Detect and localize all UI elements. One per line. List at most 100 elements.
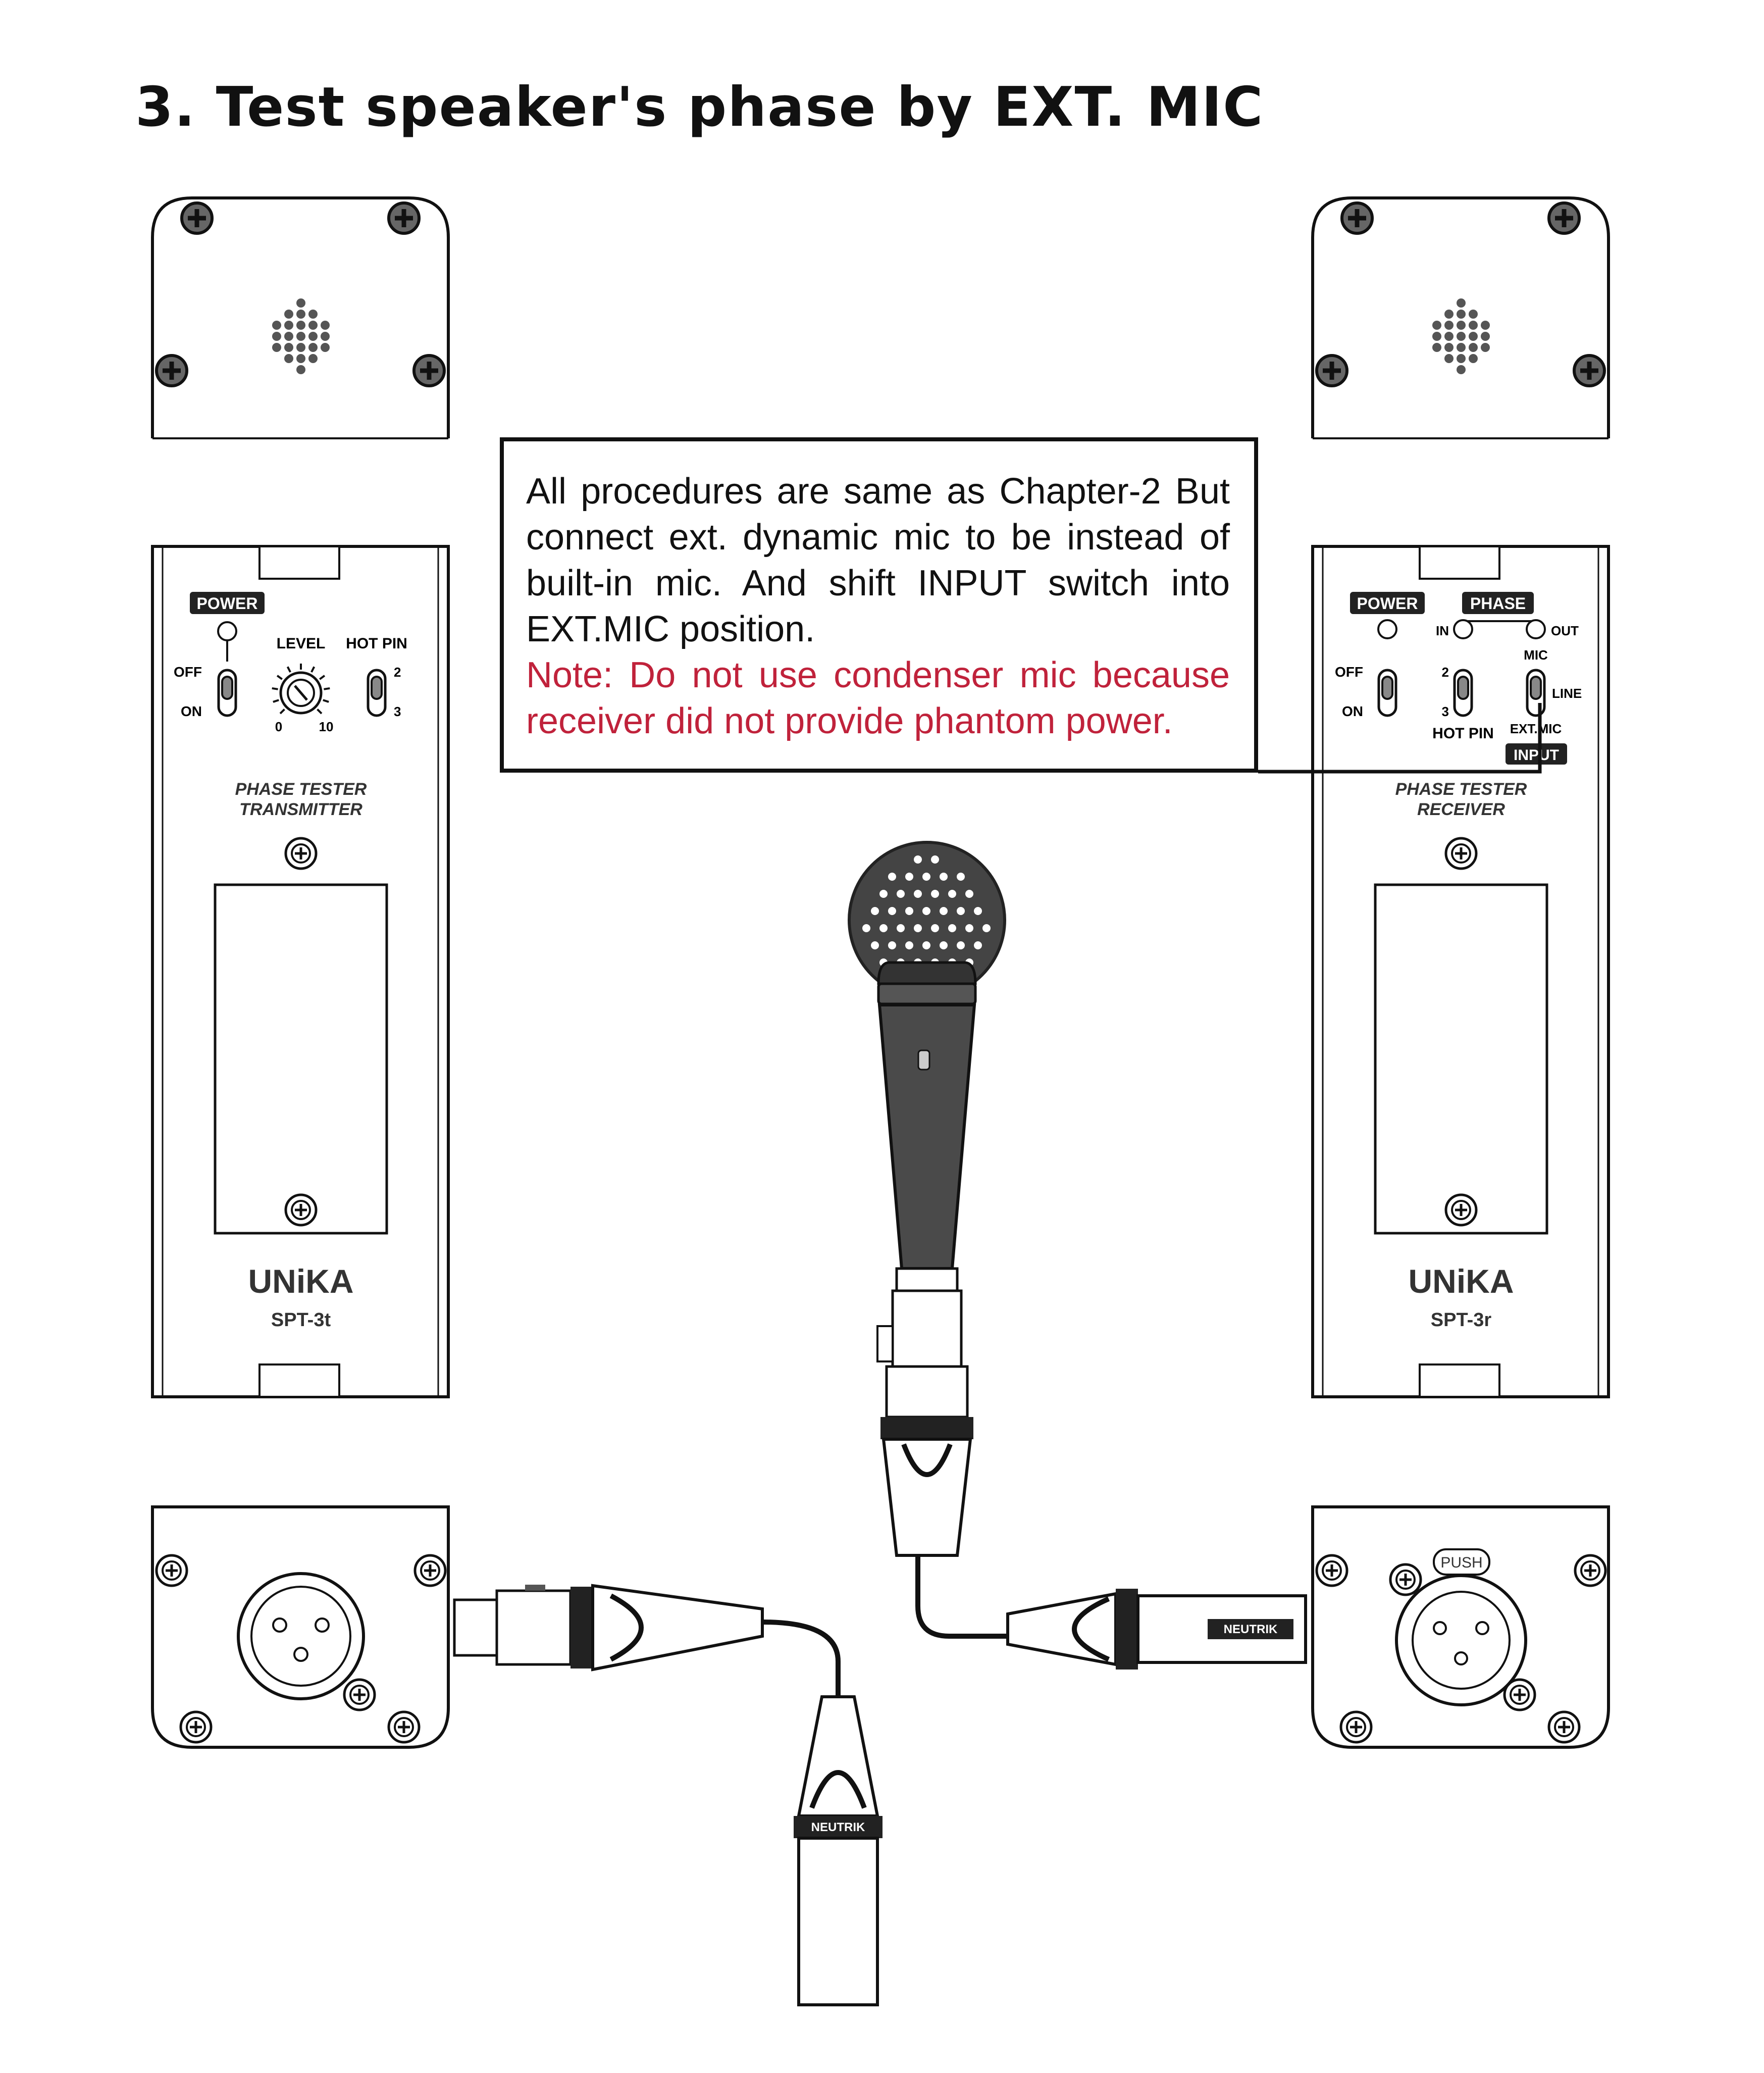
screw-icon (1446, 838, 1476, 869)
input-label-badge (1506, 743, 1567, 765)
phase-in-led-icon (1453, 619, 1473, 639)
grille-hole (1469, 332, 1478, 341)
grille-hole (272, 321, 281, 330)
input-label: INPUT (1514, 747, 1559, 764)
knob-tick (323, 699, 329, 703)
screw-icon (344, 1680, 375, 1710)
section-heading: 3. Test speaker's phase by EXT. MIC (135, 76, 1264, 139)
grille-hole (1457, 365, 1466, 374)
power-label: POWER (197, 594, 258, 613)
grille-hole (957, 941, 965, 949)
xlr-input-jack-icon: PUSH (1395, 1548, 1527, 1706)
grille-hole (1457, 298, 1466, 308)
screw-icon (1342, 203, 1372, 233)
cable (915, 1555, 1008, 1639)
grille-hole (1432, 332, 1441, 341)
power-led-icon (217, 621, 237, 641)
level-min-label: 0 (275, 719, 282, 734)
grille-hole (1469, 343, 1478, 352)
grille-hole (871, 907, 879, 915)
power-label-badge (190, 592, 265, 614)
grille-hole (940, 907, 948, 915)
connector-brand-label: NEUTRIK (1224, 1623, 1278, 1636)
xlr-female-plug-icon (876, 1289, 973, 1557)
grille-hole (940, 873, 948, 881)
grille-hole (1432, 343, 1441, 352)
screw-icon (182, 203, 212, 233)
on-label: ON (181, 703, 202, 719)
ext-mic-label: EXT.MIC (1510, 721, 1562, 736)
transmitter-top-cap (151, 196, 450, 439)
grille-hole (974, 907, 982, 915)
panel-title-line2: TRANSMITTER (239, 800, 362, 819)
grille-hole (272, 343, 281, 352)
grille-hole (1481, 321, 1490, 330)
grille-hole (897, 890, 905, 898)
knob-tick (319, 675, 326, 680)
grille-hole (321, 321, 330, 330)
level-knob[interactable] (272, 664, 330, 715)
grille-hole (922, 907, 930, 915)
level-label: LEVEL (277, 635, 326, 652)
grille-hole (879, 890, 888, 898)
brand-logo: UNiKA (248, 1262, 354, 1300)
screw-icon (1574, 356, 1604, 386)
grille-hole (965, 890, 973, 898)
warning-line: receiver did not provide phantom power. (526, 701, 1173, 741)
panel-title-line1: PHASE TESTER (1395, 780, 1527, 799)
grille-hole (284, 332, 293, 341)
screw-icon (1446, 1195, 1476, 1225)
grille-hole (871, 941, 879, 949)
power-label: POWER (1357, 594, 1418, 613)
grille-hole (1469, 321, 1478, 330)
grille-hole (957, 907, 965, 915)
screw-icon (389, 1712, 419, 1742)
grille-hole (1457, 310, 1466, 319)
grille-hole (922, 941, 930, 949)
grille-hole (308, 332, 318, 341)
screw-icon (157, 356, 187, 386)
xlr-male-plug-icon: NEUTRIK (794, 1695, 883, 2006)
grille-hole (284, 354, 293, 363)
grille-hole (296, 332, 305, 341)
grille-hole (1481, 332, 1490, 341)
grille-hole (914, 924, 922, 932)
xlr-female-jack-icon (237, 1572, 365, 1700)
grille-hole (284, 321, 293, 330)
grille-hole (1457, 321, 1466, 330)
pin2-label: 2 (394, 665, 401, 680)
connector-brand-label: NEUTRIK (811, 1821, 865, 1834)
power-switch[interactable] (219, 670, 236, 716)
speaker-grille-icon (272, 298, 330, 374)
grille-hole (272, 332, 281, 341)
grille-hole (1444, 332, 1454, 341)
grille-hole (1444, 354, 1454, 363)
power-label-badge (1350, 592, 1425, 614)
phase-out-label: OUT (1551, 623, 1579, 638)
off-label: OFF (1335, 664, 1363, 680)
xlr-male-plug-icon: NEUTRIK (1006, 1589, 1307, 1670)
level-max-label: 10 (319, 719, 334, 734)
input-switch[interactable] (1527, 670, 1544, 716)
grille-hole (296, 365, 305, 374)
hot-pin-switch[interactable] (368, 670, 385, 716)
note-line: EXT.MIC position. (526, 609, 815, 649)
knob-tick (317, 709, 323, 715)
grille-hole (308, 343, 318, 352)
note-line: built-in mic. And shift INPUT switch int… (526, 563, 1230, 603)
grille-hole (284, 343, 293, 352)
line-label: LINE (1552, 686, 1582, 701)
xlr-male-plug-icon (453, 1584, 764, 1672)
grille-hole (914, 855, 922, 864)
pin3-label: 3 (1442, 704, 1449, 719)
instruction-note: All procedures are same as Chapter-2 But… (500, 437, 1258, 773)
transmitter-panel: POWER OFF ON LEVEL 0 10 HOT PIN 2 3 PHAS… (151, 545, 450, 1398)
grille-hole (905, 941, 913, 949)
screw-icon (1575, 1555, 1605, 1586)
grille-hole (948, 890, 956, 898)
hot-pin-switch[interactable] (1455, 670, 1472, 716)
grille-hole (296, 354, 305, 363)
power-switch[interactable] (1379, 670, 1396, 716)
phase-label-badge (1462, 592, 1534, 614)
receiver-panel: POWER PHASE IN OUT OFF ON 2 3 HOT PIN MI… (1311, 545, 1610, 1398)
